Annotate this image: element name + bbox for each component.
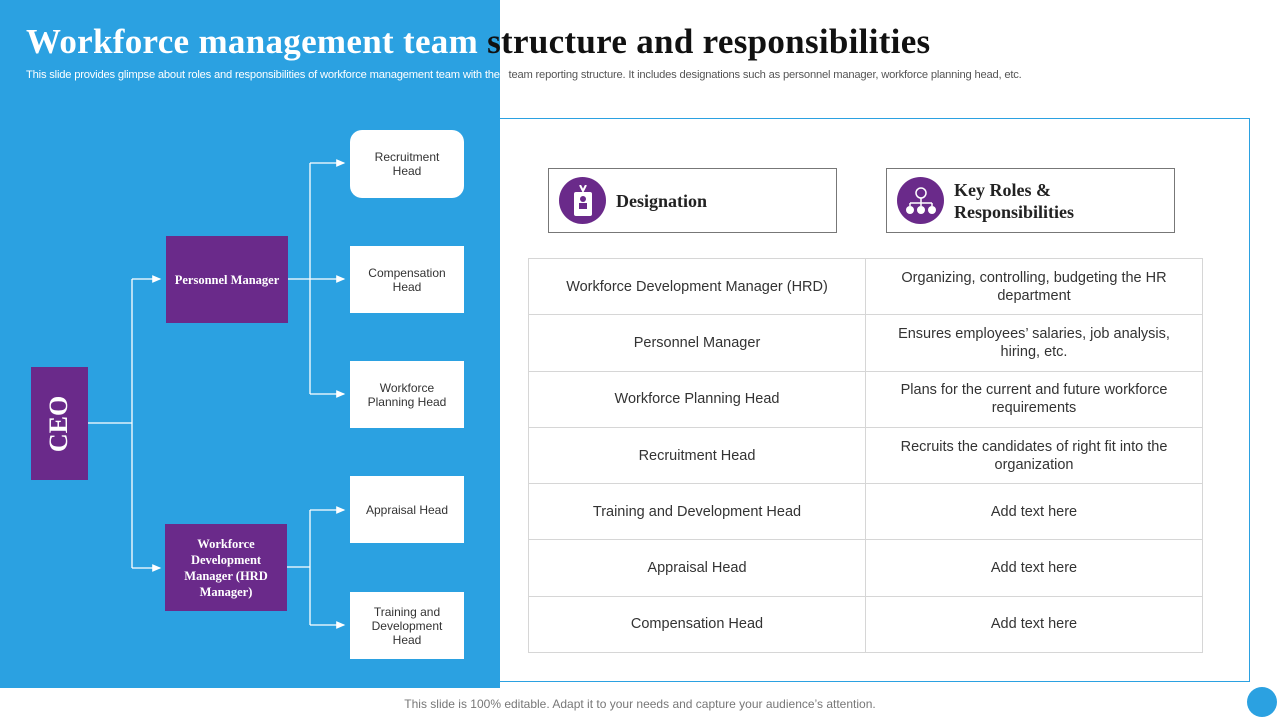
designation-cell: Compensation Head (528, 595, 866, 654)
designation-label: Designation (616, 190, 708, 211)
roles-header: Key Roles & Responsibilities (886, 168, 1175, 233)
training-head-box: Training and Development Head (350, 592, 464, 659)
roles-label: Key Roles & Responsibilities (954, 179, 1075, 222)
responsibility-cell: Plans for the current and future workfor… (865, 370, 1203, 428)
responsibility-cell: Ensures employees’ salaries, job analysi… (865, 314, 1203, 372)
designation-cell: Personnel Manager (528, 314, 866, 372)
personnel-manager-box: Personnel Manager (166, 236, 288, 323)
subtitle: This slide provides glimpse about roles … (26, 69, 1022, 81)
responsibility-cell: Add text here (865, 483, 1203, 541)
responsibility-cell: Organizing, controlling, budgeting the H… (865, 257, 1203, 316)
designation-header: Designation (548, 168, 837, 233)
designation-cell: Recruitment Head (528, 426, 866, 485)
responsibility-cell: Recruits the candidates of right fit int… (865, 426, 1203, 485)
wdm-box: Workforce Development Manager (HRD Manag… (165, 524, 287, 611)
table-row: Workforce Development Manager (HRD)Organ… (528, 257, 1203, 316)
footer-note: This slide is 100% editable. Adapt it to… (404, 697, 876, 711)
designation-cell: Appraisal Head (528, 539, 866, 597)
id-badge-icon (559, 177, 606, 224)
table-frame (500, 118, 1250, 682)
page-title: Workforce management team structure and … (26, 22, 931, 61)
designation-cell: Training and Development Head (528, 483, 866, 541)
responsibility-cell: Add text here (865, 539, 1203, 597)
designation-cell: Workforce Development Manager (HRD) (528, 257, 866, 316)
responsibility-cell: Add text here (865, 595, 1203, 654)
slide-dot (1247, 687, 1277, 717)
hierarchy-icon (897, 177, 944, 224)
ceo-box: CEO (31, 367, 88, 480)
recruitment-head-box: Recruitment Head (350, 130, 464, 198)
roles-table: Workforce Development Manager (HRD)Organ… (528, 257, 1203, 654)
ceo-label: CEO (44, 395, 74, 452)
appraisal-head-box: Appraisal Head (350, 476, 464, 543)
connectors (88, 159, 346, 629)
workforce-planning-head-box: Workforce Planning Head (350, 361, 464, 428)
compensation-head-box: Compensation Head (350, 246, 464, 313)
designation-cell: Workforce Planning Head (528, 370, 866, 428)
